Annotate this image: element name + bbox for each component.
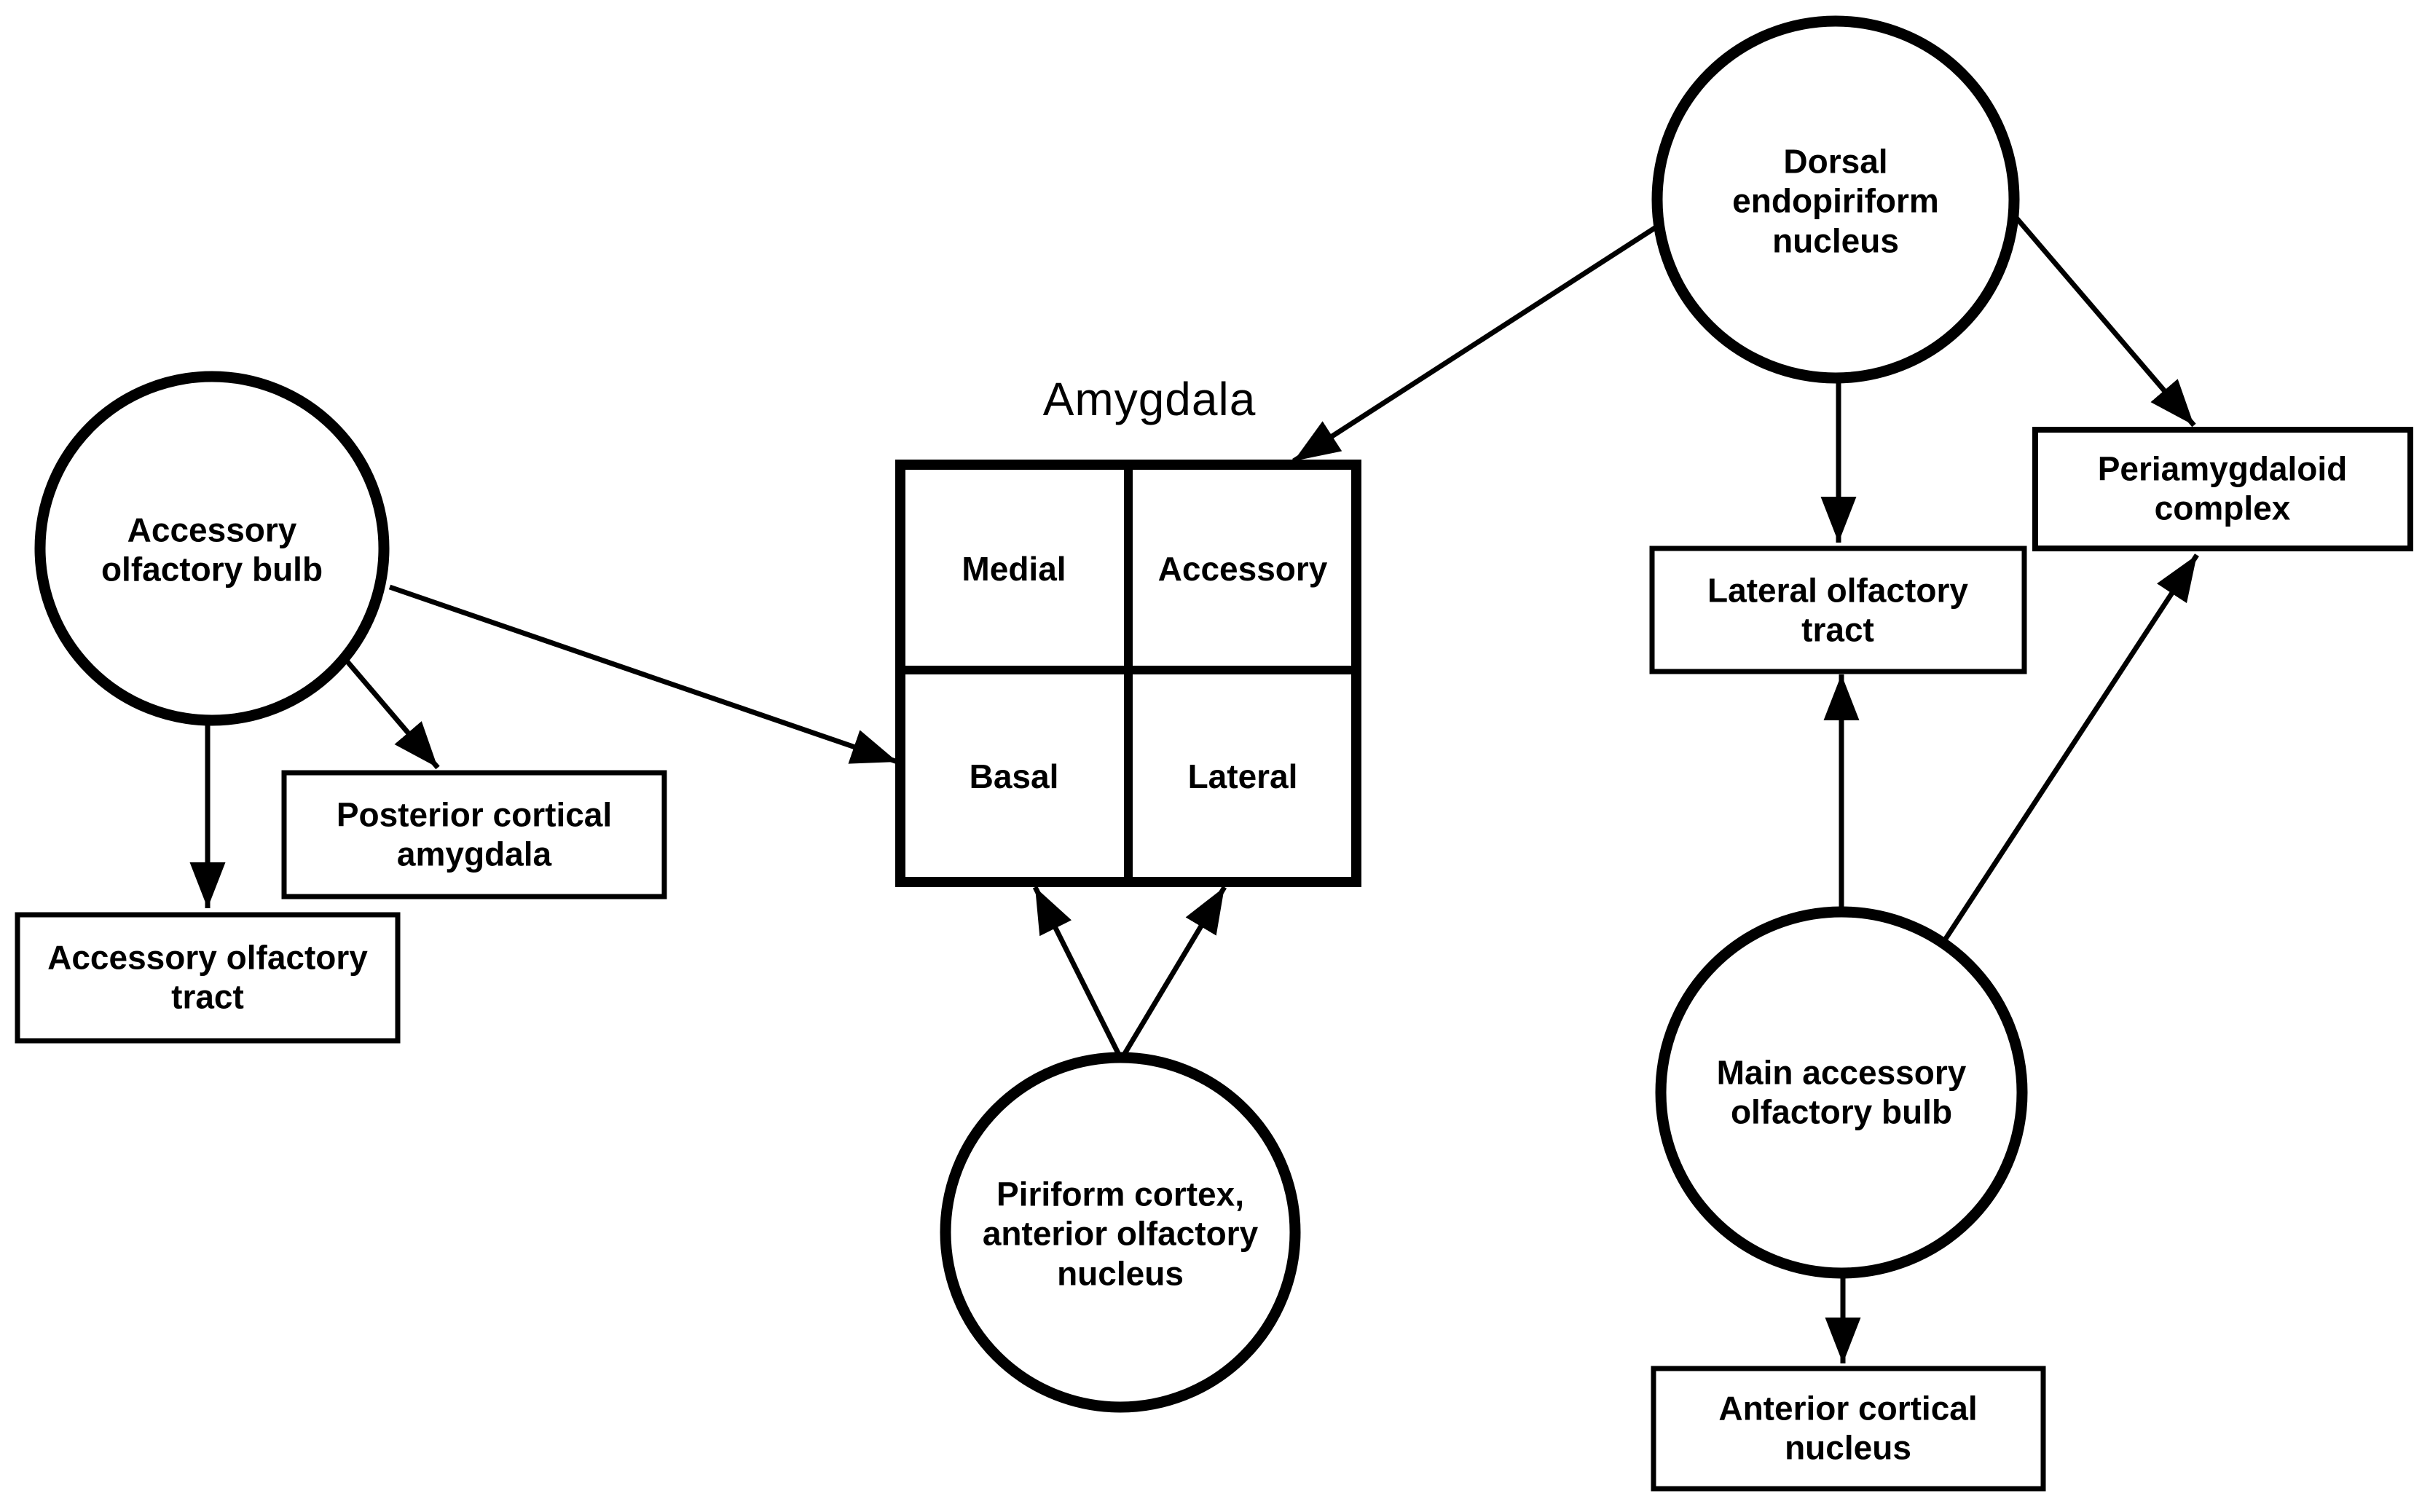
- amygdala-cell-basal-label: Basal: [969, 757, 1059, 795]
- amygdala-cell-medial-label: Medial: [962, 549, 1066, 588]
- lateral-olfactory-tract-box: [1649, 546, 2027, 674]
- arrow-piriform-cortex-to-amygdala-basal: [1032, 886, 1126, 1065]
- main-accessory-olfactory-bulb-circle: [1655, 906, 2028, 1279]
- accessory-olfactory-tract-label: Accessory olfactory tract: [47, 938, 368, 1016]
- amygdala-grid-title: Amygdala: [1042, 373, 1257, 426]
- piriform-cortex-circle: [940, 1052, 1301, 1413]
- accessory-olfactory-bulb-circle: [34, 371, 390, 726]
- accessory-olfactory-bulb-label: Accessory olfactory bulb: [101, 511, 323, 588]
- piriform-cortex-label: Piriform cortex, anterior olfactory nucl…: [982, 1175, 1259, 1293]
- dorsal-endopiriform-nucleus-circle: [1651, 15, 2020, 384]
- arrow-main-accessory-bulb-to-periamygdaloid-complex: [1943, 554, 2199, 940]
- periamygdaloid-complex-label: Periamygdaloid complex: [2097, 449, 2348, 527]
- dorsal-endopiriform-nucleus-label: Dorsal endopiriform nucleus: [1732, 142, 1939, 260]
- periamygdaloid-complex-box: [2032, 427, 2413, 551]
- arrow-dorsal-endopiriform-to-periamygdaloid-complex: [2010, 210, 2196, 428]
- lateral-olfactory-tract-label: Lateral olfactory tract: [1707, 571, 1968, 649]
- arrow-accessory-olfactory-bulb-to-posterior-cortical-amygdala: [339, 652, 440, 770]
- anterior-cortical-nucleus-label: Anterior cortical nucleus: [1718, 1389, 1978, 1467]
- arrow-piriform-cortex-to-amygdala-lateral: [1116, 886, 1227, 1065]
- amygdala-cell-lateral-label: Lateral: [1187, 757, 1298, 795]
- anterior-cortical-nucleus-box: [1651, 1366, 2046, 1492]
- arrow-dorsal-endopiriform-to-amygdala: [1292, 223, 1661, 463]
- arrow-accessory-olfactory-bulb-to-amygdala: [388, 584, 899, 765]
- accessory-olfactory-tract-box: [15, 912, 401, 1044]
- posterior-cortical-amygdala-label: Posterior cortical amygdala: [336, 795, 613, 873]
- posterior-cortical-amygdala-box: [281, 770, 667, 899]
- main-accessory-olfactory-bulb-label: Main accessory olfactory bulb: [1716, 1053, 1967, 1131]
- amygdala-cell-accessory-label: Accessory: [1157, 549, 1328, 588]
